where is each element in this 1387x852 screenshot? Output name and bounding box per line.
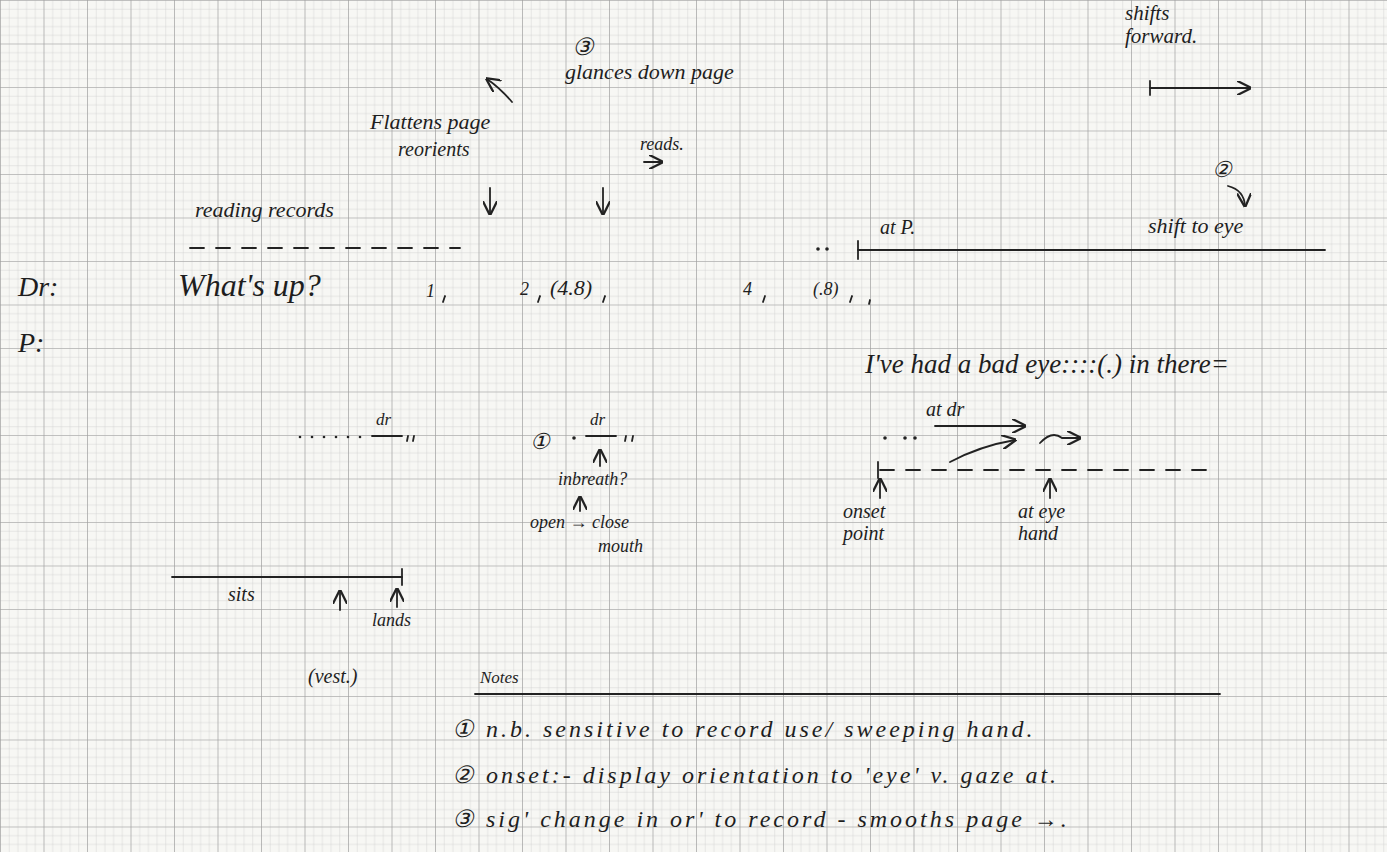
pause-mark	[538, 296, 540, 302]
annotation-arrow	[935, 425, 1025, 427]
timeline	[825, 247, 829, 251]
annotation-arrow	[644, 161, 662, 163]
gesture-note: reorients	[398, 138, 469, 160]
gesture-note: lands	[372, 611, 411, 631]
annotation-arrow	[487, 79, 512, 102]
annotation-arrow	[1049, 479, 1051, 498]
pause-count: 4	[743, 280, 752, 300]
gaze-note: at dr	[926, 398, 964, 420]
gesture-note: glances down page	[565, 60, 734, 84]
annotation-arrow	[579, 497, 581, 511]
callout-number: ③	[572, 34, 594, 60]
annotation-arrow	[950, 440, 1015, 462]
gesture-note: shift to eye	[1148, 214, 1243, 238]
pause-length: (4.8)	[550, 276, 592, 300]
timeline	[858, 249, 1325, 251]
gesture-note: open → close	[530, 513, 629, 533]
annotation-arrow	[602, 188, 604, 214]
annotation-arrow	[339, 591, 341, 610]
timeline	[903, 436, 907, 440]
timeline	[401, 569, 403, 585]
speaker-label: Dr:	[18, 272, 58, 303]
annotation-arrow	[1228, 186, 1245, 206]
timeline	[359, 436, 362, 439]
timeline	[323, 436, 326, 439]
pause-length: (.8)	[813, 280, 839, 300]
annotation-arrow	[1040, 435, 1080, 443]
annotation-arrow	[1150, 87, 1250, 89]
pause-mark	[763, 296, 765, 302]
timeline	[877, 462, 879, 478]
timeline	[816, 247, 820, 251]
speaker-label: P:	[18, 328, 44, 359]
pause-mark	[850, 296, 852, 302]
pause-mark	[625, 436, 626, 441]
notes-heading: Notes	[480, 669, 519, 688]
utterance: What's up?	[178, 268, 321, 303]
pause-count: 1	[426, 282, 435, 302]
timeline	[857, 241, 859, 259]
gesture-note: (vest.)	[308, 665, 357, 687]
pause-mark	[413, 436, 414, 441]
note-line: ① n.b. sensitive to record use/ sweeping…	[452, 716, 1036, 742]
pause-mark	[443, 296, 445, 302]
annotation-arrow	[599, 450, 601, 466]
timeline	[172, 241, 1325, 694]
callout-number: ②	[1212, 158, 1232, 182]
timeline	[586, 435, 616, 437]
timeline	[880, 469, 1210, 471]
annotation-arrow	[879, 479, 881, 498]
gesture-note: Flattens page	[370, 110, 490, 134]
pause-mark	[407, 296, 870, 441]
margin-note: shifts forward.	[1125, 2, 1235, 48]
timeline	[299, 436, 302, 439]
gesture-note: reads.	[640, 135, 684, 155]
pause-mark	[869, 300, 870, 304]
timeline	[172, 576, 402, 578]
callout-number: ①	[530, 430, 550, 454]
utterance: I've had a bad eye::::(.) in there=	[865, 350, 1229, 380]
annotation-arrow	[1149, 81, 1151, 95]
gesture-note: onset point	[843, 500, 913, 544]
timeline	[335, 436, 338, 439]
pause-mark	[407, 436, 408, 441]
gesture-note: inbreath?	[558, 470, 627, 490]
note-line: ③ sig' change in or' to record - smooths…	[452, 806, 1070, 832]
gesture-note: sits	[228, 583, 255, 605]
gaze-note: dr	[376, 411, 391, 430]
annotation-arrow	[340, 79, 1250, 610]
annotation-arrow	[489, 188, 491, 214]
timeline	[883, 436, 887, 440]
timeline	[572, 436, 576, 440]
timeline	[311, 436, 314, 439]
gaze-note: dr	[590, 411, 605, 430]
annotation-arrow	[396, 589, 398, 607]
timeline	[372, 435, 402, 437]
gesture-note: reading records	[195, 198, 334, 222]
pause-count: 2	[520, 280, 529, 300]
timeline	[190, 247, 460, 249]
timeline	[347, 436, 350, 439]
gesture-note: mouth	[598, 537, 643, 557]
note-line: ② onset:- display orientation to 'eye' v…	[452, 762, 1059, 788]
timeline	[913, 436, 917, 440]
gaze-note: at P.	[880, 216, 915, 238]
gesture-note: at eye hand	[1018, 500, 1093, 544]
pause-mark	[632, 436, 633, 441]
timeline	[475, 693, 1220, 695]
pause-mark	[603, 296, 605, 302]
